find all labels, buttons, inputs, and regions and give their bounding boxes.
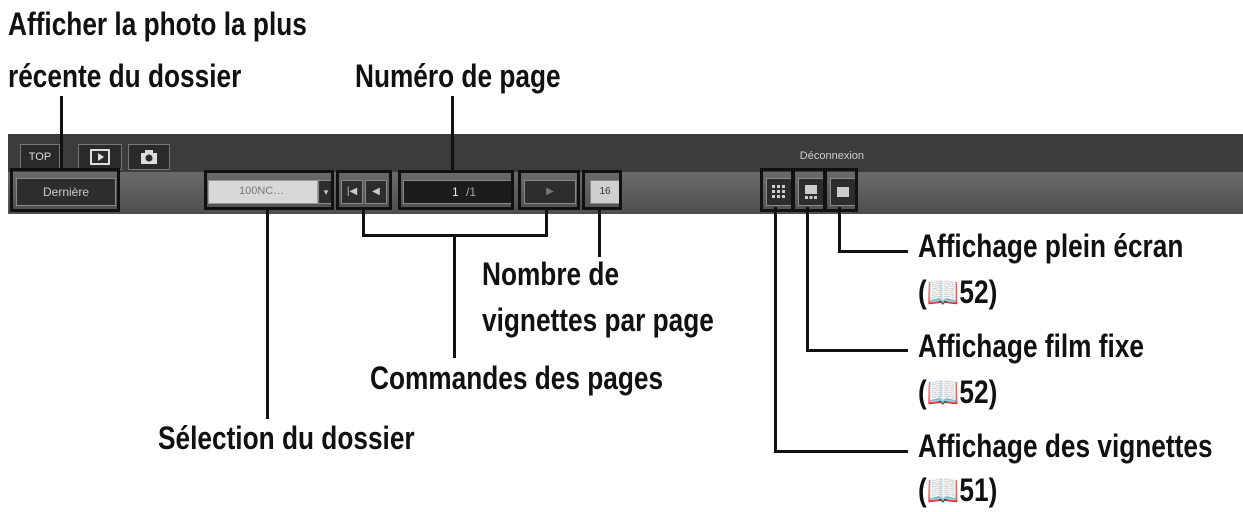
latest-photo-button[interactable]: Dernière [16,178,116,206]
callout-numero-page: Numéro de page [355,58,561,94]
folder-select-value: 100NC… [239,185,285,197]
highlight-latest-photo [10,168,120,212]
highlight-first-prev [336,170,392,210]
callout-film-fixe: Affichage film fixe [918,328,1144,364]
camera-icon[interactable] [128,144,170,170]
folder-select[interactable]: 100NC… [208,180,318,204]
filmstrip-view-button[interactable] [798,178,824,206]
highlight-folder-select [204,170,334,210]
callout-nombre-line2: vignettes par page [482,302,714,338]
highlight-thumbs-per-page [582,170,622,210]
callout-plein-ecran: Affichage plein écran [918,228,1184,264]
page-total: /1 [466,185,477,199]
thumbs-per-page-select[interactable]: 16 [590,180,620,204]
tab-top[interactable]: TOP [20,144,60,170]
toolbar-bottom-strip: Dernière 100NC… ▾ |◀ ◀ 1 /1 ▶ 16 [8,172,1243,214]
thumbs-per-page-value: 16 [599,186,611,197]
leader-plein-v [838,207,841,253]
highlight-page-number [398,170,514,210]
leader-commandes-b [545,207,548,237]
leader-film-v [806,207,809,352]
leader-commandes-a [362,207,365,237]
callout-afficher-line1: Afficher la photo la plus [8,6,307,42]
slideshow-icon[interactable] [78,144,122,170]
thumbnail-view-button[interactable] [766,178,792,206]
first-page-button[interactable]: |◀ [341,180,363,204]
callout-vignettes: Affichage des vignettes [918,428,1213,464]
leader-selection-v [266,207,269,419]
leader-vignettes-h [774,450,908,453]
leader-nombre [598,207,601,257]
fullscreen-view-button[interactable] [830,178,856,206]
page-current: 1 [452,185,459,199]
callout-nombre-line1: Nombre de [482,256,620,292]
highlight-next [518,170,580,210]
callout-afficher-line2: récente du dossier [8,58,242,94]
camera-web-toolbar: TOP Déconnexion Dernière 100NC… ▾ |◀ ◀ 1… [8,134,1243,214]
leader-film-h [806,349,908,352]
page-number-field[interactable]: 1 /1 [403,180,513,204]
callout-vignettes-ref: (📖51) [918,472,998,508]
callout-film-fixe-ref: (📖52) [918,374,998,410]
folder-select-arrow[interactable]: ▾ [318,180,334,204]
callout-selection: Sélection du dossier [158,420,415,456]
leader-commandes-v [453,234,456,358]
highlight-thumbnail-view [760,168,794,212]
toolbar-top-strip: TOP Déconnexion [8,134,1243,173]
callout-commandes: Commandes des pages [370,360,664,396]
leader-plein-h [838,250,908,253]
highlight-fullscreen-view [824,168,858,212]
leader-vignettes-v [774,207,777,453]
callout-plein-ecran-ref: (📖52) [918,274,998,310]
leader-afficher [60,96,63,168]
filmstrip-icon [805,185,817,199]
fullscreen-icon [837,187,849,197]
grid-icon [772,185,785,198]
highlight-filmstrip-view [792,168,826,212]
logout-link[interactable]: Déconnexion [799,150,864,162]
leader-numero-page [451,96,454,170]
next-page-button[interactable]: ▶ [524,180,576,204]
previous-page-button[interactable]: ◀ [365,180,387,204]
